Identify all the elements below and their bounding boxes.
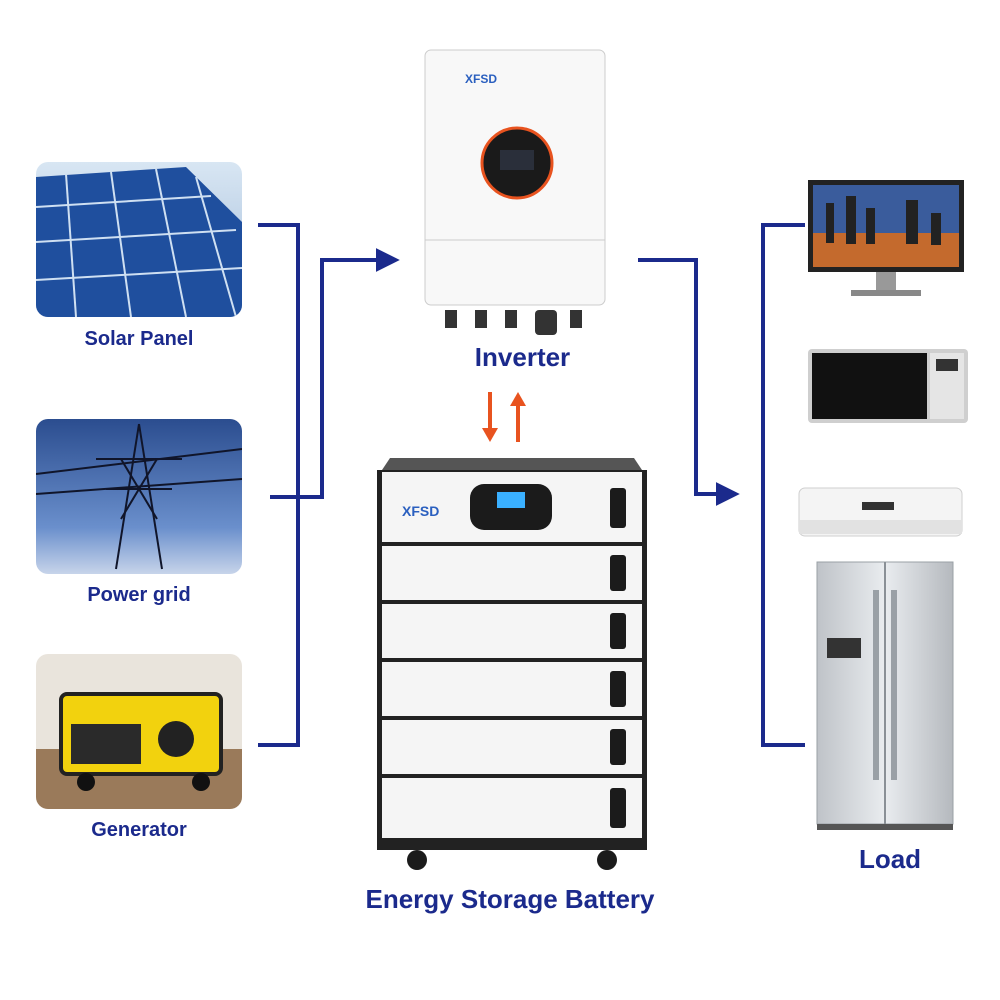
battery-label: Energy Storage Battery	[365, 884, 655, 914]
source-bracket-line	[258, 223, 300, 747]
power-grid-image	[36, 419, 242, 574]
solar-panel-label: Solar Panel	[84, 328, 194, 350]
refrigerator-image	[815, 560, 955, 832]
battery-image: XFSD	[372, 458, 652, 878]
battery-brand-text: XFSD	[402, 503, 439, 519]
load-label: Load	[858, 844, 922, 874]
generator-label: Generator	[91, 819, 187, 841]
monitor-image	[806, 178, 966, 300]
load-bracket-line	[761, 223, 805, 747]
to-load-line	[638, 258, 740, 506]
generator-image	[36, 654, 242, 809]
solar-panel-image	[36, 162, 242, 317]
power-grid-label: Power grid	[87, 584, 191, 606]
microwave-image	[806, 345, 972, 430]
inverter-label: Inverter	[474, 342, 571, 372]
to-inverter-line	[298, 248, 400, 499]
charge-discharge-arrows	[482, 392, 526, 442]
inverter-brand-text: XFSD	[465, 72, 497, 86]
inverter-image: XFSD	[420, 48, 610, 338]
air-conditioner-image	[797, 486, 964, 541]
